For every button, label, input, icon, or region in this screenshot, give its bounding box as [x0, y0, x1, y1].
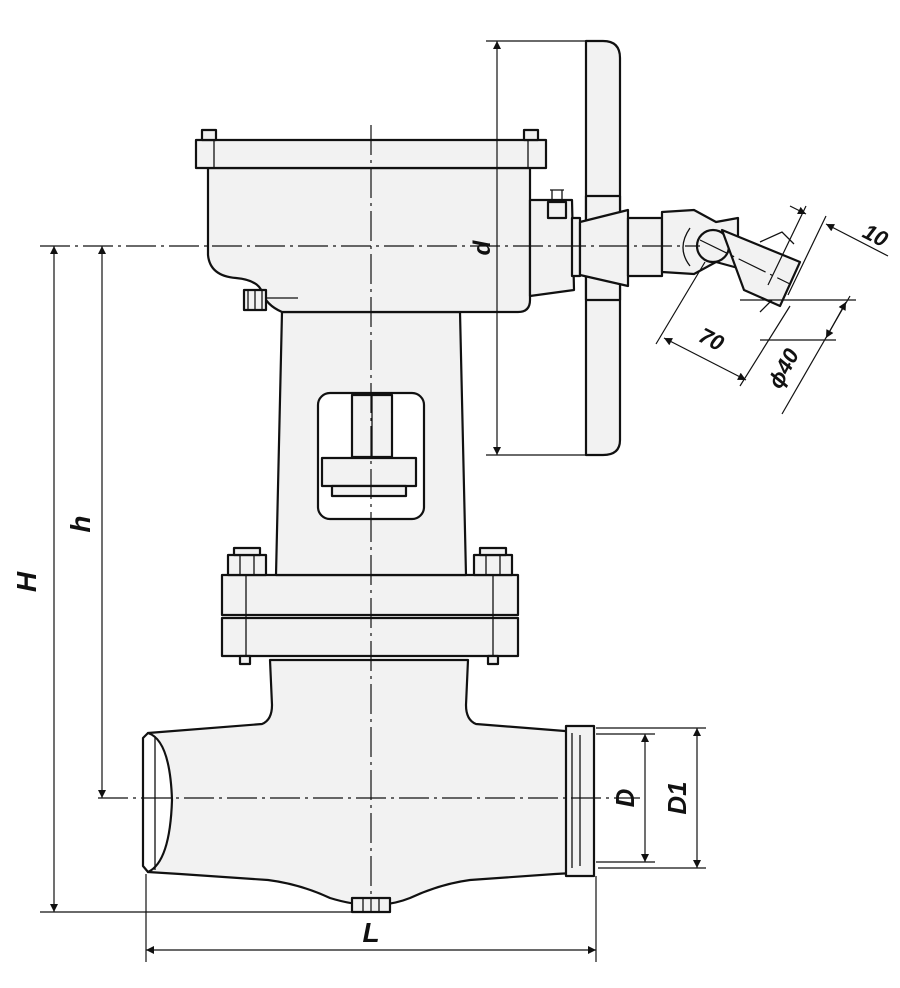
cardan-joint [626, 208, 802, 313]
side-fitting [242, 288, 298, 312]
handwheel [578, 39, 630, 457]
dimension-D: D [596, 733, 655, 863]
label-D: D [610, 788, 640, 807]
top-plug [546, 189, 568, 220]
flange-bolt-right [472, 546, 514, 577]
label-70: 70 [695, 323, 729, 357]
dimension-D1: D1 [596, 727, 706, 869]
stem-nut [320, 456, 418, 488]
label-H: H [11, 571, 42, 592]
label-D1: D1 [662, 781, 692, 814]
flange-bolt-left [226, 546, 268, 577]
dimension-L: L [145, 874, 597, 962]
valve-body [141, 658, 596, 914]
dimension-h: h [65, 246, 106, 798]
label-L: L [362, 917, 379, 948]
dimension-H: H [11, 246, 360, 913]
actuator-housing [194, 128, 582, 314]
dimension-40: ϕ40 [740, 295, 856, 415]
label-h: h [65, 515, 96, 532]
centre-lines [40, 125, 791, 912]
label-10: 10 [859, 219, 893, 253]
dimension-d: d [469, 40, 606, 456]
label-d: d [469, 239, 496, 255]
